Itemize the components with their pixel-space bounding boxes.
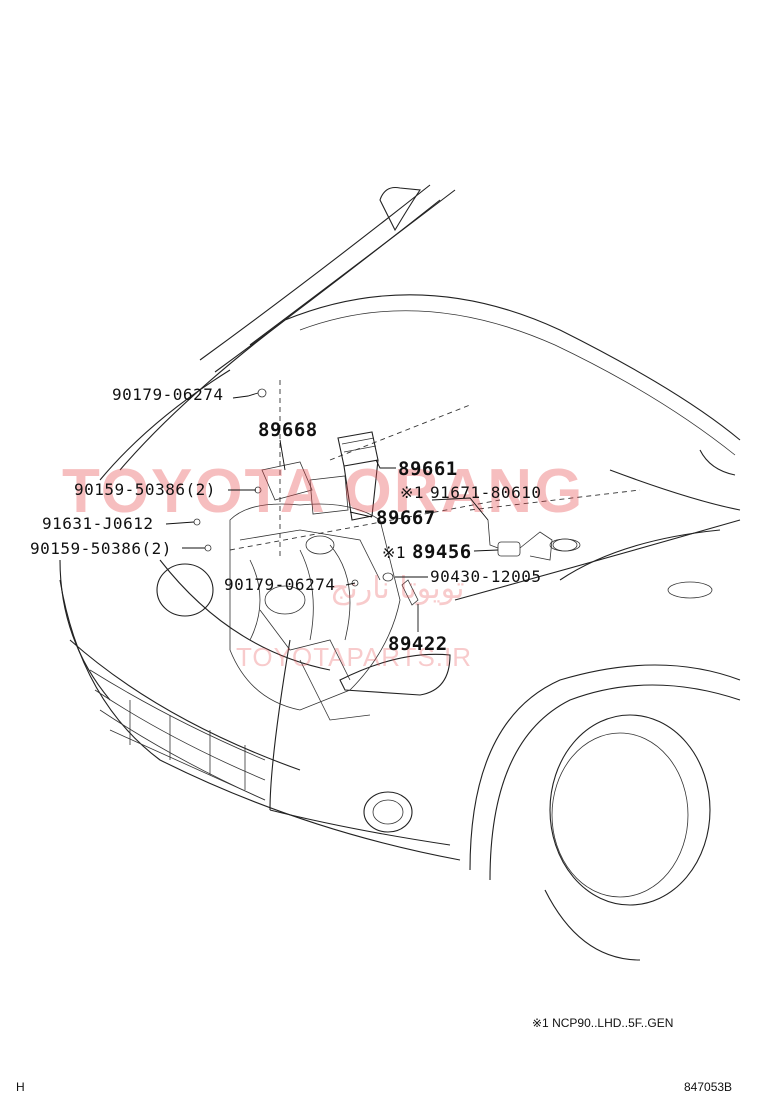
label-91631-J0612: 91631-J0612	[42, 514, 153, 533]
leader-lines	[165, 392, 499, 632]
corner-mark: H	[16, 1080, 25, 1094]
diagram-code: 847053B	[684, 1080, 732, 1094]
mark-89456: ※1	[382, 543, 406, 562]
label-89456: 89456	[412, 541, 472, 563]
label-90159-50386-lower: 90159-50386(2)	[30, 539, 172, 558]
label-89422: 89422	[388, 633, 448, 655]
label-90179-06274-top: 90179-06274	[112, 385, 223, 404]
watermark-brand: TOYOTA ORANG	[62, 457, 584, 526]
label-89661: 89661	[398, 458, 458, 480]
footnote: ※1 NCP90..LHD..5F..GEN	[532, 1016, 673, 1030]
part-labels: 90179-06274 89668 89661 ※1 91671-80610 9…	[30, 385, 541, 655]
label-89668: 89668	[258, 419, 318, 441]
mark-91671: ※1	[400, 483, 424, 502]
label-91671-80610: 91671-80610	[430, 483, 541, 502]
watermark: TOYOTA ORANG تویوتا نارنج TOYOTAPARTS.IR	[62, 457, 584, 672]
watermark-url: TOYOTAPARTS.IR	[236, 642, 472, 672]
label-90179-06274-lower: 90179-06274	[224, 575, 335, 594]
label-90159-50386-upper: 90159-50386(2)	[74, 480, 216, 499]
label-89667: 89667	[376, 507, 436, 529]
label-90430-12005: 90430-12005	[430, 567, 541, 586]
car-body-drawing	[59, 184, 741, 961]
